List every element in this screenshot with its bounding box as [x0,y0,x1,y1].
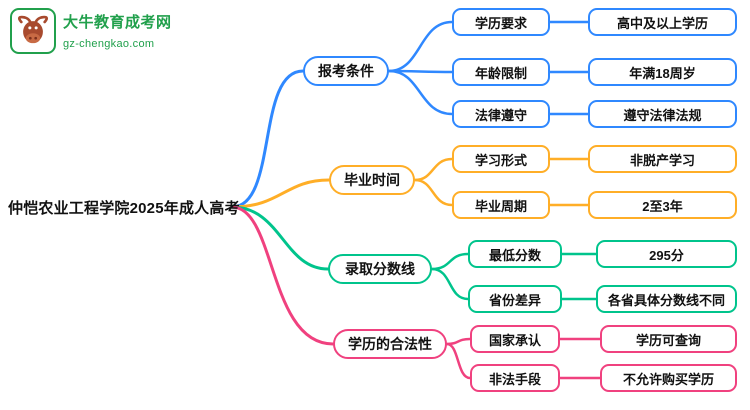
connector-branch2-item0 [430,252,470,271]
bull-icon [10,8,56,54]
item-value-law-compliance: 遵守法律法规 [588,100,737,128]
item-label-age-limit: 年龄限制 [452,58,550,86]
item-value-graduation-cycle: 2至3年 [588,191,737,219]
root-topic: 仲恺农业工程学院2025年成人高考 [8,200,240,217]
item-value-illegal-means: 不允许购买学历 [600,364,737,392]
item-label-minimum-score: 最低分数 [468,240,562,268]
branch-node-graduation-time: 毕业时间 [329,165,415,195]
connector-root-branch-2 [230,205,330,271]
connector-branch0-item2 [387,69,454,116]
item-value-education-requirement: 高中及以上学历 [588,8,737,36]
item-value-state-recognized: 学历可查询 [600,325,737,353]
connector-root-branch-1 [230,178,331,209]
item-label-study-form: 学习形式 [452,145,550,173]
bull-icon-graphic [17,15,49,44]
item-value-minimum-score: 295分 [596,240,737,268]
connector-branch1-item0 [413,157,454,182]
connector-branch1-item1 [413,178,454,207]
branch-node-admission-score: 录取分数线 [328,254,432,284]
branch-node-degree-legality: 学历的合法性 [333,329,447,359]
logo-title: 大牛教育成考网 [63,14,172,31]
site-logo: 大牛教育成考网 gz-chengkao.com [10,8,172,54]
logo-url: gz-chengkao.com [63,38,155,50]
connector-branch3-item1 [445,342,472,380]
item-value-study-form: 非脱产学习 [588,145,737,173]
item-value-province-difference: 各省具体分数线不同 [596,285,737,313]
branch-node-application-conditions: 报考条件 [303,56,389,86]
item-value-age-limit: 年满18周岁 [588,58,737,86]
logo-text: 大牛教育成考网 gz-chengkao.com [63,8,172,50]
connector-branch0-item0 [387,20,454,73]
item-label-education-requirement: 学历要求 [452,8,550,36]
item-label-state-recognized: 国家承认 [470,325,560,353]
connector-root-branch-0 [230,69,305,209]
connector-root-branch-3 [230,205,335,346]
item-label-graduation-cycle: 毕业周期 [452,191,550,219]
item-label-illegal-means: 非法手段 [470,364,560,392]
item-label-province-difference: 省份差异 [468,285,562,313]
connector-branch2-item1 [430,267,470,301]
item-label-law-compliance: 法律遵守 [452,100,550,128]
connector-branch3-item0 [445,337,472,346]
